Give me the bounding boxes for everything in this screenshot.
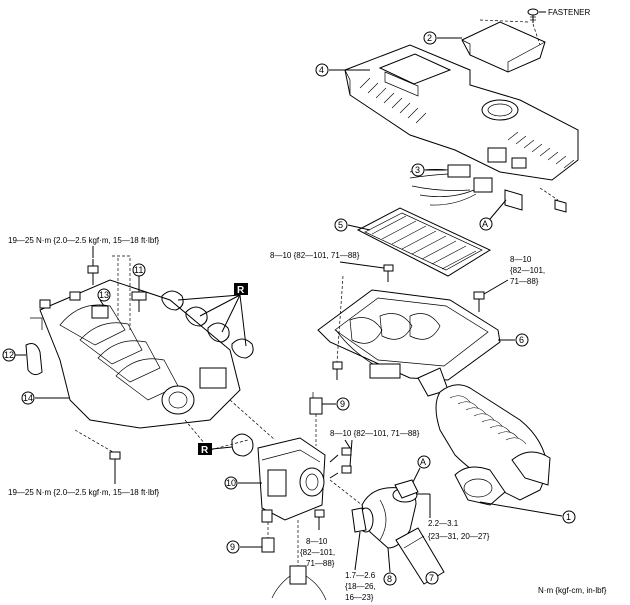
- callout-1: 1: [566, 512, 571, 522]
- air-filter-element-part: [356, 207, 492, 277]
- throttle-gasket-part: [211, 433, 254, 457]
- tps-connector-part: [271, 520, 327, 601]
- torque-upper-middle: 8—10 {82—101, 71—88}: [270, 251, 360, 260]
- bolt-upper-middle: [383, 264, 394, 282]
- callout-8: 8: [387, 574, 392, 584]
- callout-13: 13: [99, 290, 109, 300]
- bolt-manifold-top: [87, 259, 99, 285]
- torque-clamp-line2: {18—26,: [345, 582, 376, 591]
- maf-sensor-part: [409, 164, 493, 206]
- torque-throttle-lower-line3: 71—88}: [306, 559, 335, 568]
- callout-11: 11: [134, 265, 143, 275]
- ref-a-top: A: [482, 219, 488, 229]
- throttle-body-part: [257, 437, 326, 523]
- fresh-air-duct-part: [435, 384, 551, 506]
- torque-right-line1: 8—10: [510, 255, 532, 264]
- fastener-part: [527, 8, 539, 23]
- resonator-cover-part: [461, 19, 546, 73]
- callout-9-upper: 9: [340, 399, 345, 409]
- torque-clamp-right-line1: 2.2—3.1: [428, 519, 459, 528]
- callout-3: 3: [415, 165, 420, 175]
- torque-bottom-left: 19—25 N·m {2.0—2.5 kgf·m, 15—18 ft·lbf}: [8, 488, 160, 497]
- callout-12: 12: [4, 350, 14, 360]
- callout-5: 5: [338, 220, 343, 230]
- manifold-gaskets-part: [161, 290, 254, 359]
- hose-9-upper-part: [309, 392, 323, 446]
- ref-a-bottom: A: [420, 457, 426, 467]
- air-cleaner-case-part: [317, 289, 501, 397]
- callout-10: 10: [226, 478, 236, 488]
- hose-11-part: [131, 291, 147, 312]
- air-cleaner-cover-part: [344, 44, 579, 211]
- bolt-throttle-lower: [314, 509, 325, 530]
- torque-right-line2: {82—101,: [510, 266, 545, 275]
- r-mark-gaskets: R: [237, 285, 245, 296]
- callout-9-lower: 9: [230, 542, 235, 552]
- torque-clamp-right-line2: {23—31, 20—27}: [428, 532, 490, 541]
- torque-right-line3: 71—88}: [510, 277, 539, 286]
- torque-throttle-upper: 8—10 {82—101, 71—88}: [330, 429, 420, 438]
- callout-4: 4: [319, 65, 324, 75]
- bolt-manifold-bottom: [109, 451, 121, 470]
- torque-throttle-lower-line1: 8—10: [306, 537, 328, 546]
- hose-7-part: [395, 527, 445, 585]
- air-hose-part: [351, 479, 419, 549]
- sensor-13-part: [91, 305, 109, 319]
- bolts-throttle-upper: [329, 447, 352, 479]
- pcv-hose-part: [25, 343, 43, 376]
- intake-manifold-part: [30, 279, 241, 429]
- fastener-label: FASTENER: [548, 8, 590, 17]
- hose-9-lower-part: [261, 522, 275, 553]
- torque-top-left: 19—25 N·m {2.0—2.5 kgf·m, 15—18 ft·lbf}: [8, 236, 160, 245]
- callout-14: 14: [23, 393, 33, 403]
- torque-throttle-lower-line2: {82—101,: [300, 548, 335, 557]
- torque-clamp-line3: 16—23}: [345, 593, 374, 602]
- r-mark-throttle: R: [201, 445, 209, 456]
- bolt-case-bottom: [332, 361, 343, 380]
- unit-legend: N·m {kgf-cm, in-lbf}: [538, 586, 607, 595]
- torque-clamp-line1: 1.7—2.6: [345, 571, 376, 580]
- bolt-right: [473, 291, 485, 312]
- callout-7: 7: [429, 573, 434, 583]
- callout-2: 2: [427, 33, 432, 43]
- callout-6: 6: [519, 335, 524, 345]
